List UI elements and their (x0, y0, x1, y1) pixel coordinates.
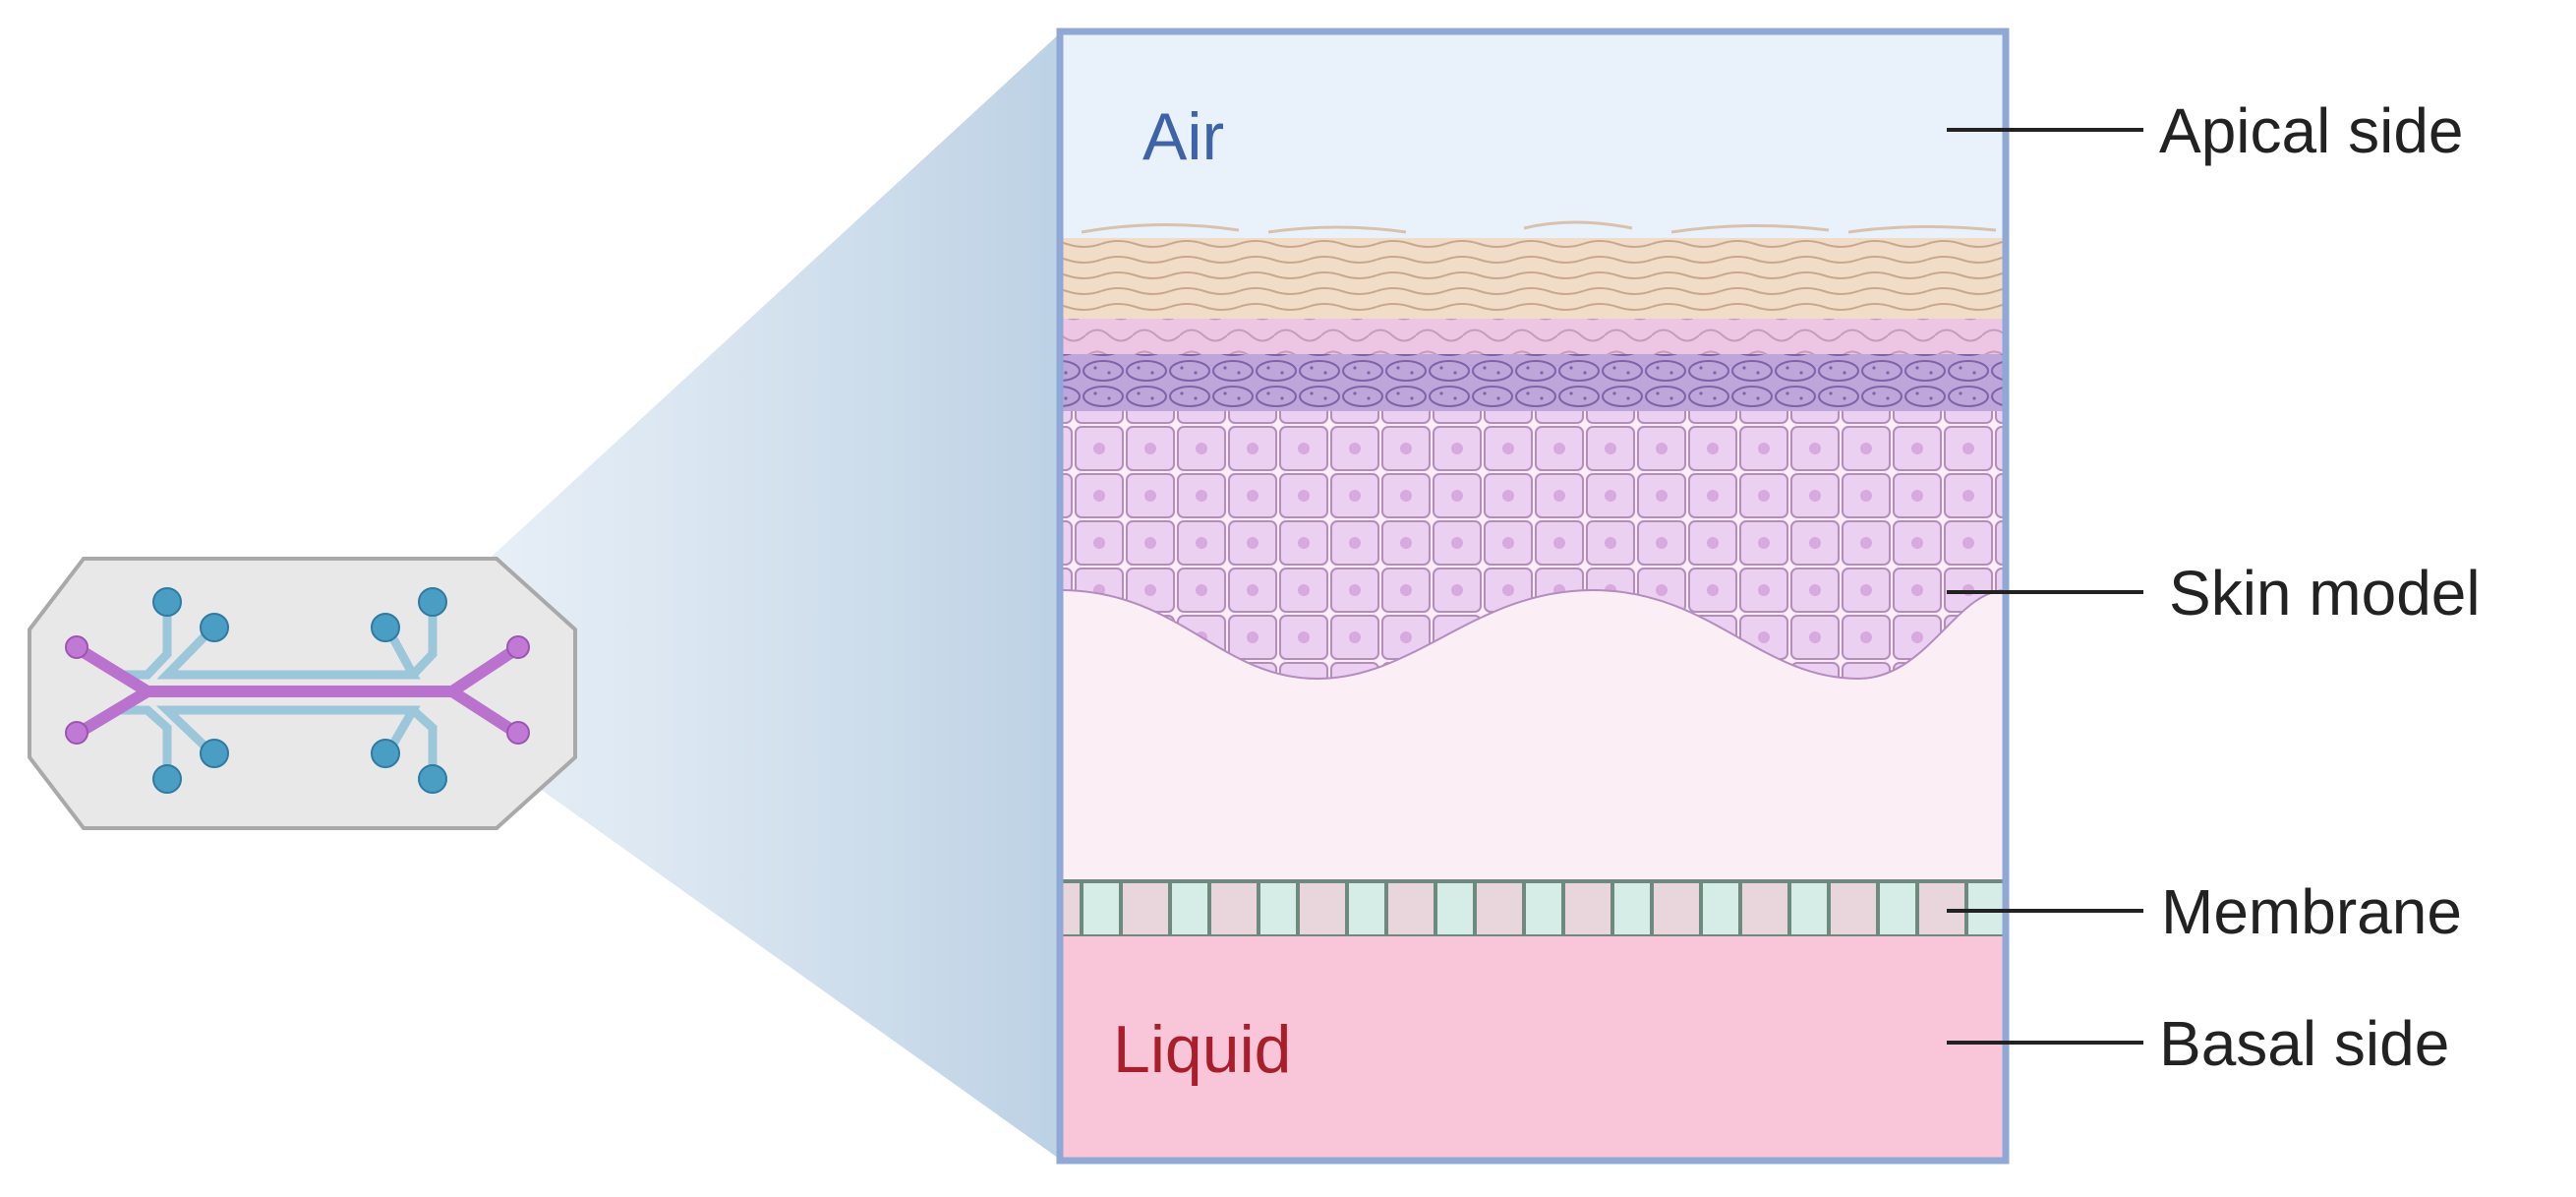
chip-purple-channel (73, 643, 522, 739)
chip-blue-channels (113, 597, 438, 782)
stratum-corneum-flakes (1081, 220, 1997, 234)
zoom-cone (482, 31, 1062, 1161)
chip-ports-purple (65, 635, 530, 745)
apical-side-label: Apical side (2159, 95, 2464, 166)
liquid-label: Liquid (1113, 1012, 1292, 1087)
membrane-label: Membrane (2161, 876, 2462, 947)
leader-lines (1947, 128, 2143, 1045)
basal-cell-layer (1060, 411, 2006, 679)
air-label: Air (1142, 99, 1224, 174)
chip-ports-blue (152, 587, 447, 794)
tissue-cross-section (1060, 31, 2006, 1161)
skin-model-label: Skin model (2169, 558, 2481, 628)
liquid-region (1060, 936, 2006, 1161)
air-region (1060, 31, 2006, 238)
chamber-frame (1056, 28, 2010, 1165)
organ-on-chip-device (28, 557, 577, 830)
basal-side-label: Basal side (2159, 1008, 2449, 1079)
